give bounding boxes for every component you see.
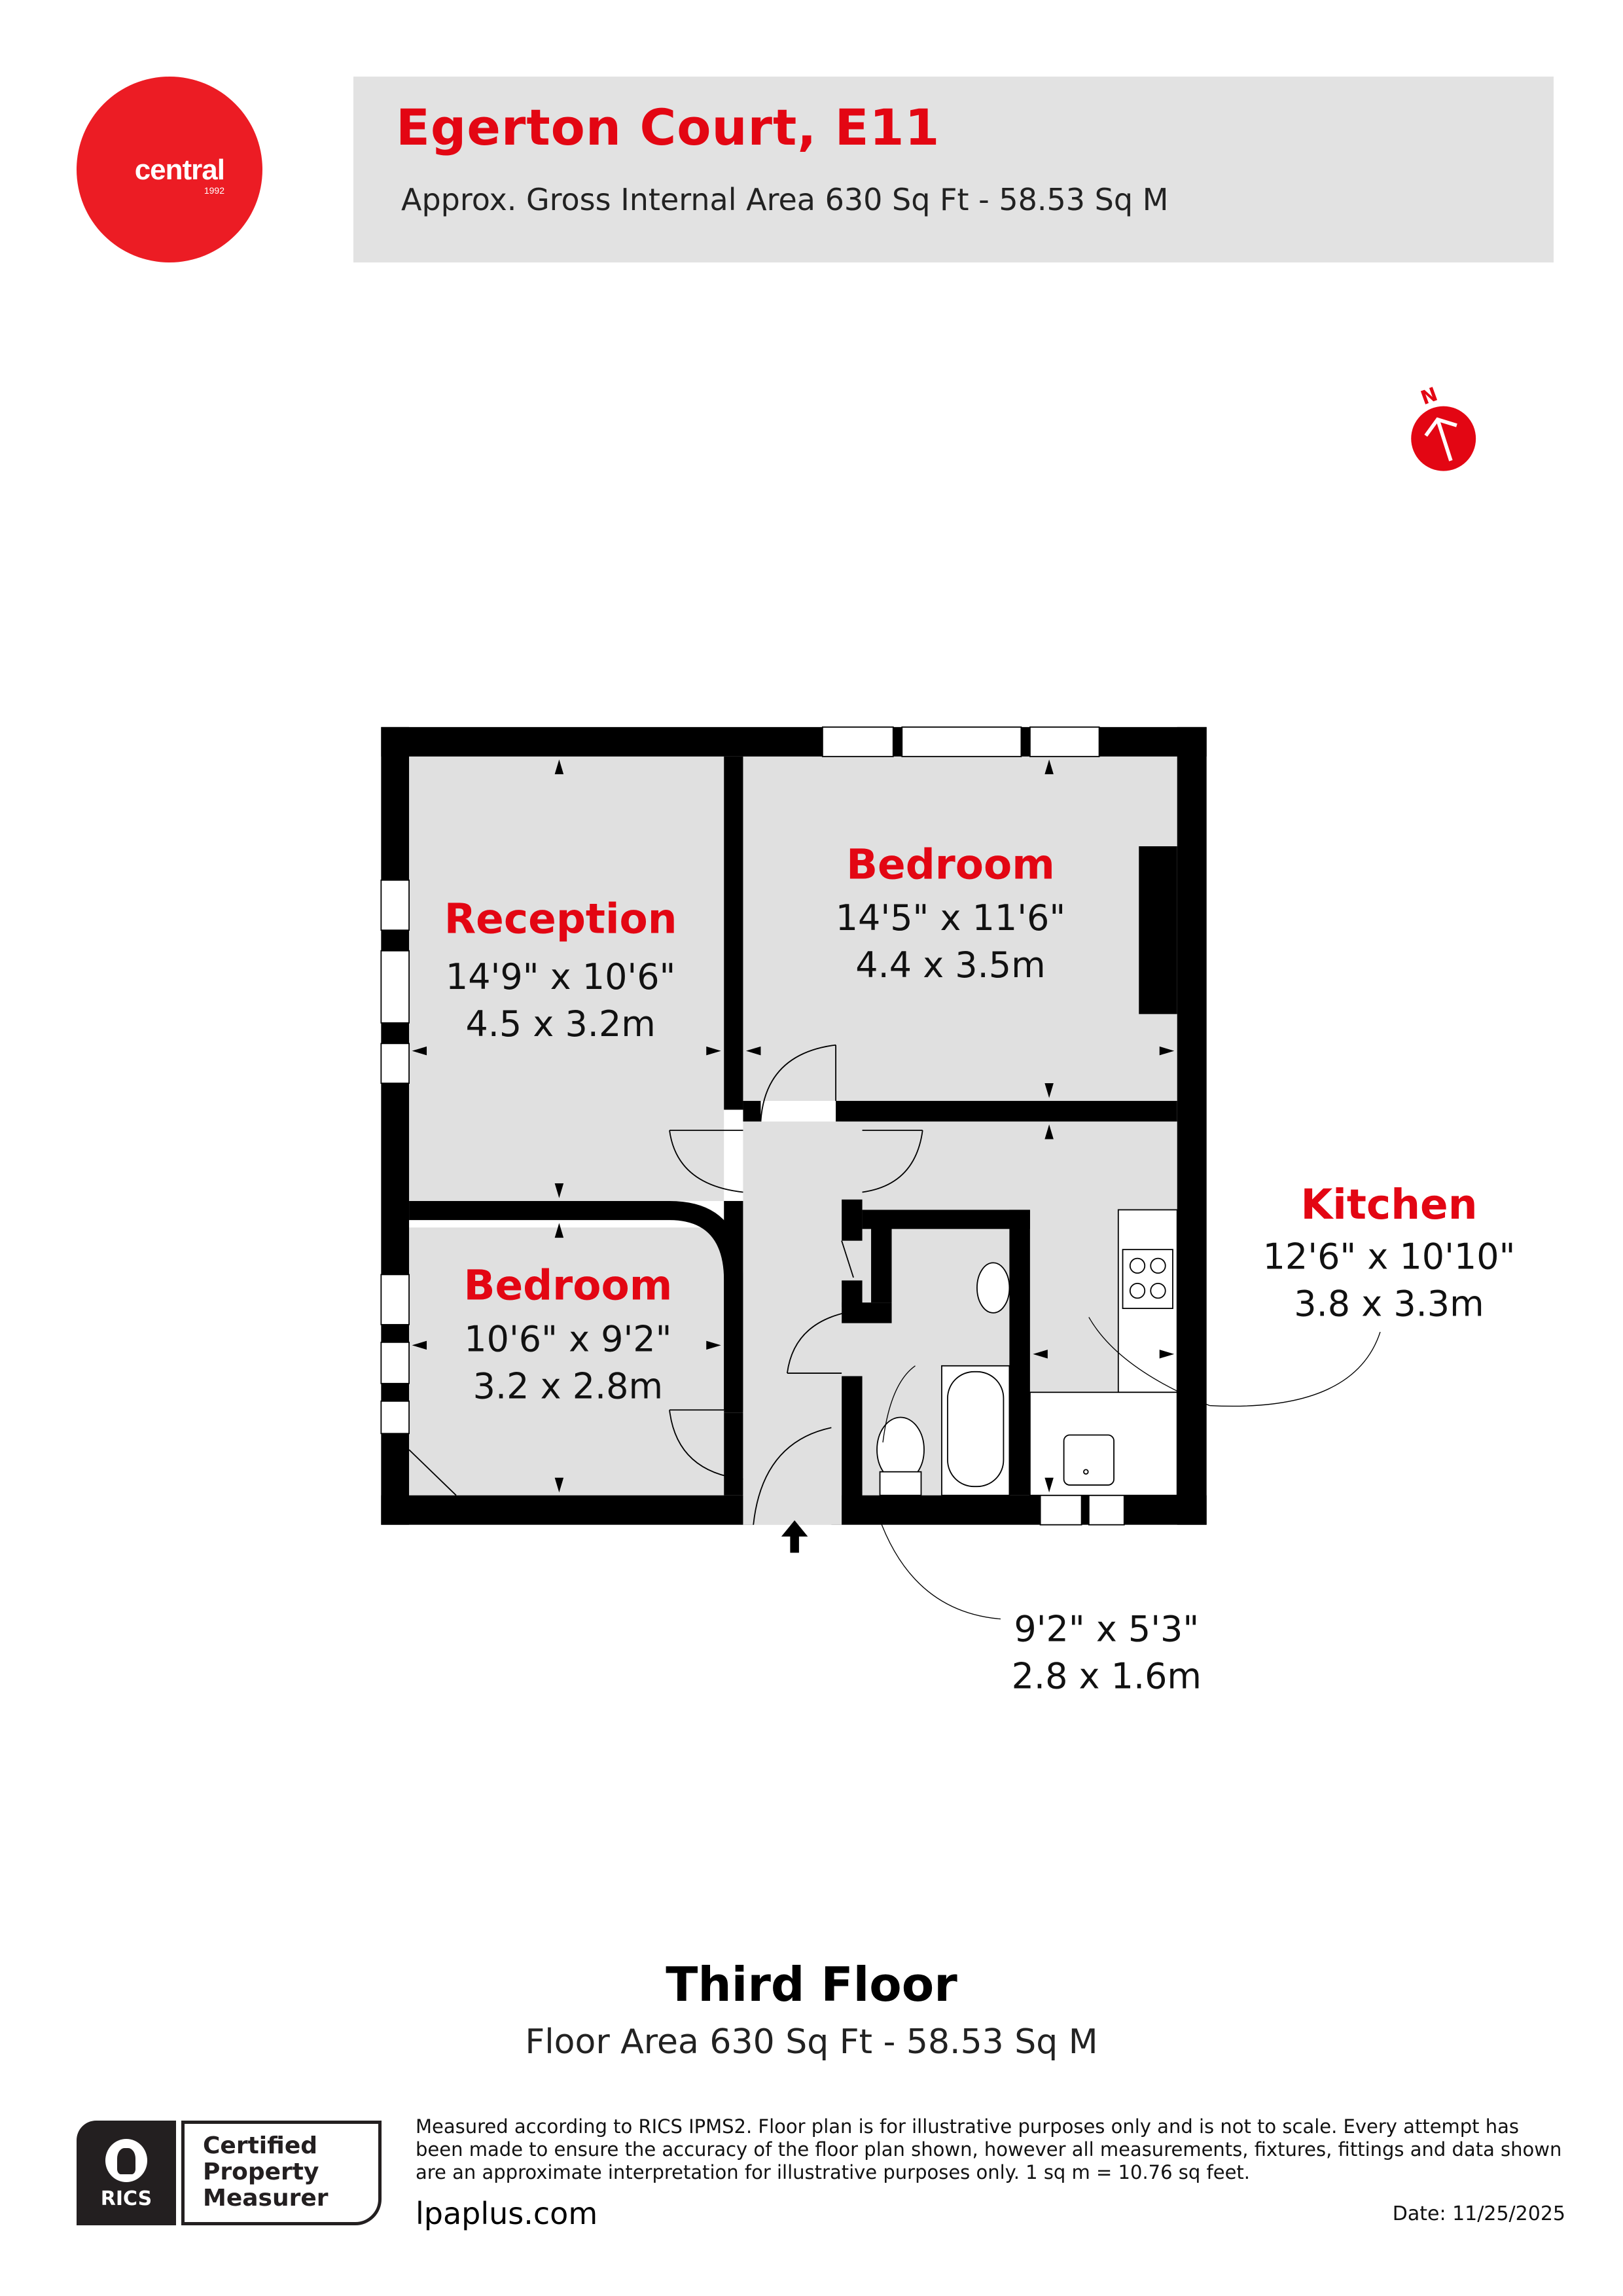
room-labels: Reception 14'9" x 10'6" 4.5 x 3.2m Bedro… xyxy=(444,840,1516,1696)
rics-badge: RICS Certified Property Measurer xyxy=(77,2121,382,2225)
badge-line-1: Certified xyxy=(203,2132,318,2159)
logo-year-text: 1992 xyxy=(204,185,224,196)
floor-area: Floor Area 630 Sq Ft - 58.53 Sq M xyxy=(525,2022,1098,2062)
gross-internal-area: Approx. Gross Internal Area 630 Sq Ft - … xyxy=(401,182,1169,217)
lion-icon xyxy=(105,2139,147,2182)
floor-title: Third Floor xyxy=(666,1957,957,2012)
rics-wordmark: RICS xyxy=(100,2187,152,2210)
room-metric-bedroom-2: 3.2 x 2.8m xyxy=(473,1365,663,1407)
room-metric-kitchen: 3.8 x 3.3m xyxy=(1294,1283,1484,1324)
walls xyxy=(381,726,1207,1525)
kitchen-fittings xyxy=(1029,1209,1178,1496)
bathroom-fittings xyxy=(876,1262,1010,1496)
rics-logo: RICS xyxy=(77,2121,176,2225)
leader-lines xyxy=(878,1317,1381,1620)
plan-date: Date: 11/25/2025 xyxy=(1392,2202,1565,2225)
badge-line-2: Property xyxy=(203,2159,319,2185)
north-arrow-icon: N xyxy=(1411,383,1476,471)
room-name-kitchen: Kitchen xyxy=(1300,1181,1477,1229)
sink-icon xyxy=(1063,1434,1115,1486)
disclaimer-text: Measured according to RICS IPMS2. Floor … xyxy=(416,2115,1562,2183)
room-name-bedroom-1: Bedroom xyxy=(846,840,1055,888)
header-band xyxy=(353,77,1554,262)
room-imperial-bedroom-2: 10'6" x 9'2" xyxy=(464,1318,671,1359)
room-imperial-reception: 14'9" x 10'6" xyxy=(446,956,675,997)
website-link[interactable]: lpaplus.com xyxy=(416,2196,598,2231)
room-metric-reception: 4.5 x 3.2m xyxy=(465,1003,655,1045)
hob-icon xyxy=(1122,1249,1173,1310)
room-metric-bedroom-1: 4.4 x 3.5m xyxy=(855,944,1045,986)
north-label: N xyxy=(1418,383,1440,409)
room-name-bedroom-2: Bedroom xyxy=(463,1262,672,1310)
entrance-arrow-icon xyxy=(781,1520,808,1553)
room-imperial-kitchen: 12'6" x 10'10" xyxy=(1263,1236,1516,1277)
central-logo: central 1992 xyxy=(77,77,262,262)
logo-brand-text: central xyxy=(134,154,225,186)
badge-line-3: Measurer xyxy=(203,2185,329,2212)
door-swings xyxy=(408,1044,923,1525)
hallway-floor xyxy=(743,1121,842,1525)
room-name-reception: Reception xyxy=(444,895,677,943)
room-imperial-bedroom-1: 14'5" x 11'6" xyxy=(836,897,1065,939)
room-imperial-bathroom: 9'2" x 5'3" xyxy=(1014,1608,1199,1649)
room-metric-bathroom: 2.8 x 1.6m xyxy=(1012,1655,1202,1696)
property-title: Egerton Court, E11 xyxy=(396,98,940,156)
windows xyxy=(380,726,1125,1526)
basin-icon xyxy=(976,1262,1010,1314)
certified-box: Certified Property Measurer xyxy=(181,2121,382,2225)
dimension-markers xyxy=(412,759,1175,1493)
